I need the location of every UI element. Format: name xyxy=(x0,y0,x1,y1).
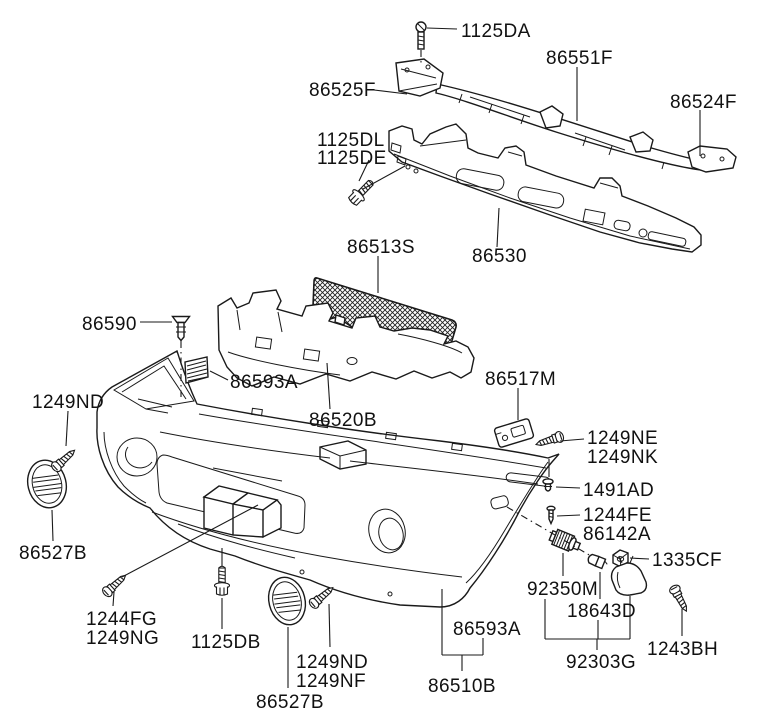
screw-1249ne-icon xyxy=(533,429,566,451)
part-86517m-bracket-drawing xyxy=(493,418,535,448)
screw-1244fe-icon xyxy=(546,505,556,526)
screw-1249nd-bottom-icon xyxy=(306,582,337,611)
part-label-1244fe: 1244FE xyxy=(583,505,652,526)
part-label-86593a-upper: 86593A xyxy=(230,372,298,393)
part-label-1244fg: 1244FG xyxy=(86,609,157,630)
part-86593a-hatch-plate-drawing xyxy=(184,356,209,384)
part-label-1125db: 1125DB xyxy=(191,632,261,653)
part-label-1125de: 1125DE xyxy=(317,148,387,169)
part-label-1491ad: 1491AD xyxy=(583,480,654,501)
part-labels: 1125DA 86551F 86525F 86524F 1125DL 1125D… xyxy=(19,21,737,713)
part-label-1125da: 1125DA xyxy=(461,21,531,42)
part-86510b-bumper-fascia-drawing xyxy=(96,349,560,608)
part-label-86142a: 86142A xyxy=(583,524,651,545)
part-86527b-cover-bottom-drawing xyxy=(267,576,307,626)
part-label-1125dl: 1125DL xyxy=(317,130,385,151)
part-label-1243bh: 1243BH xyxy=(647,639,718,660)
clip-86590-icon xyxy=(171,315,191,342)
bolt-1125db-icon xyxy=(213,565,231,596)
part-92303g-lens-drawing xyxy=(610,555,648,596)
part-86527b-cover-left-drawing xyxy=(26,459,68,509)
part-label-1249ng: 1249NG xyxy=(86,628,159,649)
part-label-86527b-left: 86527B xyxy=(19,543,87,564)
part-label-86527b-bottom: 86527B xyxy=(256,692,324,713)
bolt-1125dl-icon xyxy=(345,175,378,209)
part-label-92303g: 92303G xyxy=(566,652,636,673)
part-label-86517m: 86517M xyxy=(485,369,556,390)
leader-lines xyxy=(51,27,701,688)
part-label-1249nf: 1249NF xyxy=(296,671,366,692)
part-label-86530: 86530 xyxy=(472,246,527,267)
part-label-86520b: 86520B xyxy=(309,410,377,431)
part-label-86551f: 86551F xyxy=(546,48,613,69)
part-18643d-bulb-drawing xyxy=(587,553,608,570)
part-86520b-absorber-drawing xyxy=(217,289,475,387)
part-label-86525f: 86525F xyxy=(309,80,376,101)
screw-1249nd-left-icon xyxy=(49,445,79,475)
screw-1243bh-icon xyxy=(667,582,692,615)
screw-1125da-icon xyxy=(415,21,427,50)
clip-1491ad-icon xyxy=(542,478,554,492)
part-label-86510b: 86510B xyxy=(428,676,496,697)
part-label-18643d: 18643D xyxy=(567,601,636,622)
part-label-92350m: 92350M xyxy=(527,579,598,600)
part-label-86593a-bottom: 86593A xyxy=(453,619,521,640)
part-92350m-socket-drawing xyxy=(548,528,582,552)
part-86530-reinforcement-drawing xyxy=(388,123,702,253)
part-label-1249ne: 1249NE xyxy=(587,428,658,449)
part-label-86590: 86590 xyxy=(82,314,137,335)
part-label-1249nd-left: 1249ND xyxy=(32,392,104,413)
part-label-86513s: 86513S xyxy=(347,237,415,258)
part-label-1249nd-bottom: 1249ND xyxy=(296,652,368,673)
part-label-86524f: 86524F xyxy=(670,92,737,113)
part-label-1335cf: 1335CF xyxy=(652,550,722,571)
part-label-1249nk: 1249NK xyxy=(587,447,658,468)
